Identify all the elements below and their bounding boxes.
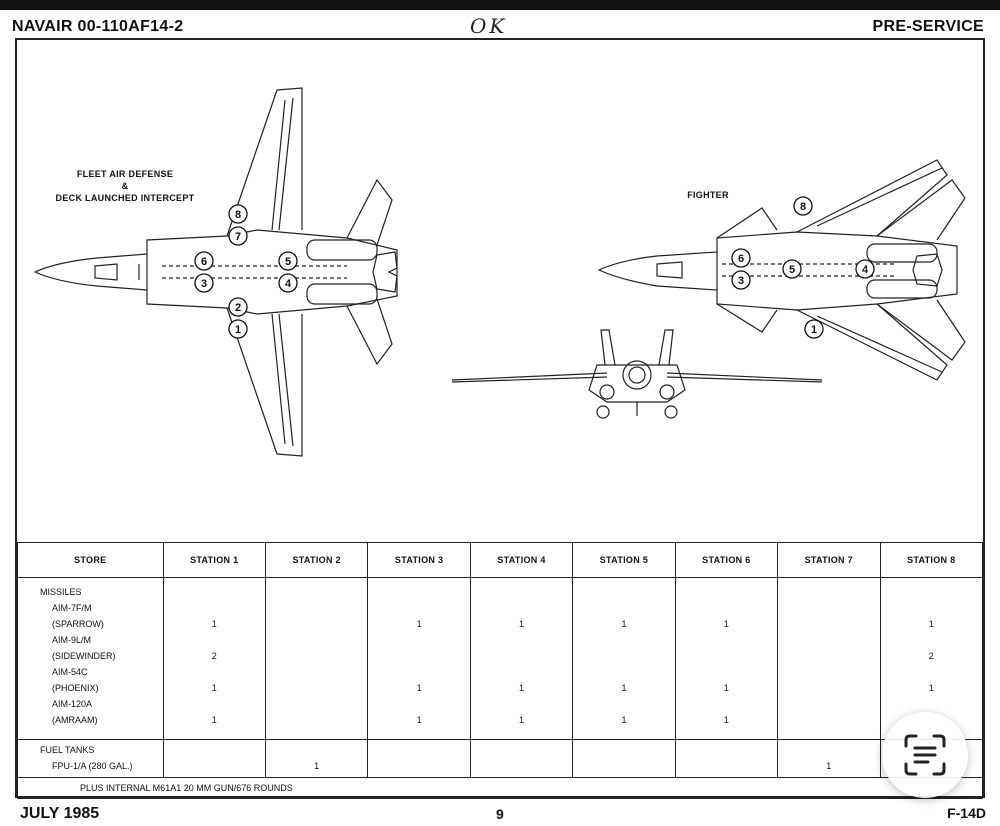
handwritten-note: OK (470, 14, 508, 38)
fuel-tanks-row: FUEL TANKS FPU-1/A (280 GAL.) 1 1 (17, 739, 983, 778)
aim-54-label: AIM-54C (52, 667, 88, 677)
text-scan-icon (904, 734, 946, 776)
station-2-missiles (264, 577, 369, 740)
page-number: 9 (496, 806, 504, 822)
station-3-fuel (367, 739, 471, 778)
aim-9-label: AIM-9L/M (52, 635, 92, 645)
aim-7-label: AIM-7F/M (52, 603, 92, 613)
footnote-row: PLUS INTERNAL M61A1 20 MM GUN/676 ROUNDS (17, 777, 983, 799)
phoenix-label: (PHOENIX) (52, 683, 99, 693)
section-title: PRE-SERVICE (872, 18, 984, 35)
aircraft-front-view (451, 329, 823, 419)
station-1-marker: 1 (811, 324, 817, 336)
station-3-marker: 3 (201, 278, 207, 290)
document-number: NAVAIR 00-110AF14-2 (12, 18, 184, 35)
sparrow-label: (SPARROW) (52, 619, 104, 629)
sidewinder-label: (SIDEWINDER) (52, 651, 116, 661)
station-6-fuel (674, 739, 779, 778)
station-5-marker: 5 (789, 264, 795, 276)
station-8-marker: 8 (235, 209, 241, 221)
publication-date: JULY 1985 (20, 805, 100, 822)
station-3-marker: 3 (738, 275, 744, 287)
station-1-marker: 1 (235, 324, 241, 336)
station-4-fuel (469, 739, 574, 778)
station-5-fuel (572, 739, 676, 778)
station-5-marker: 5 (285, 256, 291, 268)
header-station-7: STATION 7 (777, 542, 881, 578)
aim-120-label: AIM-120A (52, 699, 93, 709)
missiles-row: MISSILES AIM-7F/M (SPARROW) AIM-9L/M (SI… (17, 577, 983, 740)
fuel-group-label: FUEL TANKS (40, 745, 95, 755)
aircraft-designation: F-14D (947, 805, 986, 821)
missiles-group-label: MISSILES (40, 587, 82, 597)
aircraft-diagrams: 8 7 6 5 3 4 2 1 8 6 5 4 3 1 (33, 87, 966, 457)
station-7-fuel: 1 (777, 739, 881, 778)
amraam-label: (AMRAAM) (52, 715, 98, 725)
table-header-row: STORE STATION 1 STATION 2 STATION 3 STAT… (17, 542, 983, 578)
header-station-2: STATION 2 (264, 542, 369, 578)
aircraft-top-view-left (33, 87, 398, 457)
header-station-8: STATION 8 (879, 542, 983, 578)
header-station-1: STATION 1 (162, 542, 266, 578)
gun-footnote: PLUS INTERNAL M61A1 20 MM GUN/676 ROUNDS (17, 777, 983, 799)
fighter-label: FIGHTER (687, 190, 729, 200)
fleet-air-defense-label: FLEET AIR DEFENSE & DECK LAUNCHED INTERC… (55, 169, 195, 203)
header-station-3: STATION 3 (367, 542, 471, 578)
stores-table: STORE STATION 1 STATION 2 STATION 3 STAT… (17, 542, 983, 799)
top-bar (0, 0, 1000, 10)
fuel-store-cell: FUEL TANKS FPU-1/A (280 GAL.) (17, 739, 164, 778)
header-store: STORE (17, 542, 164, 578)
header-station-5: STATION 5 (572, 542, 676, 578)
station-7-marker: 7 (235, 231, 241, 243)
station-2-marker: 2 (235, 302, 241, 314)
station-4-marker: 4 (862, 264, 869, 276)
station-6-marker: 6 (201, 256, 207, 268)
aircraft-top-view-right (597, 159, 966, 381)
station-1-fuel (162, 739, 266, 778)
station-8-marker: 8 (800, 201, 806, 213)
text-scan-button[interactable] (882, 712, 968, 798)
station-4-marker: 4 (285, 278, 292, 290)
station-7-missiles (777, 577, 881, 740)
left-station-markers: 8 7 6 5 3 4 2 1 (194, 204, 298, 339)
missiles-store-cell: MISSILES AIM-7F/M (SPARROW) AIM-9L/M (SI… (17, 577, 164, 740)
station-2-fuel: 1 (264, 739, 369, 778)
fpu-label: FPU-1/A (280 GAL.) (52, 761, 133, 771)
header-station-4: STATION 4 (469, 542, 574, 578)
station-6-marker: 6 (738, 253, 744, 265)
right-station-markers: 8 6 5 4 3 1 (731, 196, 875, 339)
header-station-6: STATION 6 (674, 542, 779, 578)
